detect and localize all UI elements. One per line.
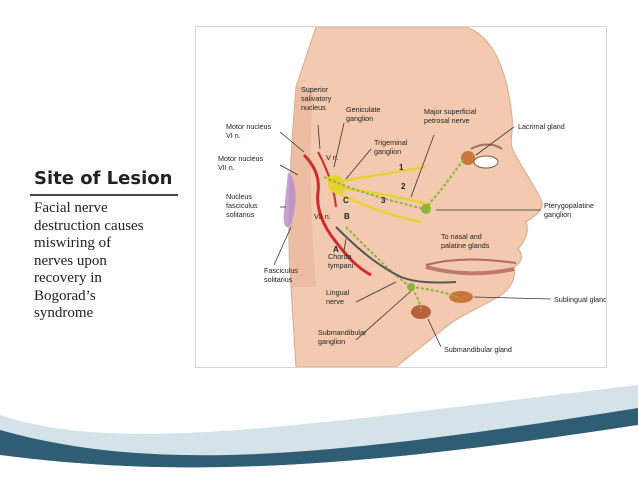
mouth xyxy=(425,265,515,276)
label-geniculate: Geniculate xyxy=(346,105,380,114)
label-nucleus-fasciculus: fasciculus xyxy=(226,201,258,210)
body-line: Facial nerve xyxy=(34,200,108,216)
figure-markers: 1 2 3 A B C xyxy=(333,163,406,254)
anatomy-illustration: Superior salivatory nucleus Geniculate g… xyxy=(218,27,606,367)
label-trigeminal: Trigeminal xyxy=(374,138,408,147)
decorative-wave-footer xyxy=(0,385,638,479)
label-submandibular-gland: Submandibular gland xyxy=(444,345,512,354)
brainstem xyxy=(283,172,296,228)
submandibular-ganglion-dot xyxy=(407,283,415,291)
body-line: recovery in xyxy=(34,270,102,286)
label-chorda: Chorda xyxy=(328,252,352,261)
label-motor-vi: Motor nucleus xyxy=(226,122,272,131)
facial-nerve-anatomy-figure: Superior salivatory nucleus Geniculate g… xyxy=(195,26,607,368)
trigeminal-branches xyxy=(335,165,432,224)
lingual-nerve xyxy=(335,226,457,284)
label-nucleus-fasciculus: solitarius xyxy=(226,210,255,219)
body-line: nerves upon xyxy=(34,252,107,269)
body-line: destruction causes xyxy=(34,217,144,234)
wave-dark xyxy=(0,408,638,468)
label-chorda: tympani xyxy=(328,261,354,270)
marker-b: B xyxy=(344,212,350,221)
label-superior-salivatory: nucleus xyxy=(301,103,326,112)
eye xyxy=(473,155,499,169)
label-fasciculus: Fasciculus xyxy=(264,266,298,275)
label-submandibular-ganglion: Submandibular xyxy=(318,328,367,337)
body-line: syndrome xyxy=(34,305,94,321)
label-pterygopalatine: ganglion xyxy=(544,210,571,219)
parasympathetic-chorda xyxy=(345,226,422,313)
label-v-n: V n. xyxy=(326,153,339,162)
body-line: miswiring of xyxy=(34,235,112,251)
parasympathetic-lacrimal xyxy=(423,158,465,210)
lacrimal-gland xyxy=(461,151,475,165)
label-submandibular-ganglion: ganglion xyxy=(318,337,345,346)
parasympathetic-petrosal xyxy=(323,176,425,210)
wave-white xyxy=(0,425,638,479)
label-superior-salivatory: Superior xyxy=(301,85,329,94)
figure-labels: Superior salivatory nucleus Geniculate g… xyxy=(218,85,606,354)
label-trigeminal: ganglion xyxy=(374,147,401,156)
body-line: Bogorad’s xyxy=(34,287,96,304)
marker-2: 2 xyxy=(401,182,406,191)
label-nucleus-fasciculus: Nucleus xyxy=(226,192,252,201)
label-lingual: Lingual xyxy=(326,288,350,297)
facial-nerve-motor xyxy=(302,153,372,277)
pterygopalatine-ganglion xyxy=(421,204,431,214)
label-vii-n: VII n. xyxy=(314,212,331,221)
label-lacrimal: Lacrimal gland xyxy=(518,122,565,131)
label-lingual: nerve xyxy=(326,297,344,306)
label-geniculate: ganglion xyxy=(346,114,373,123)
slide-title: Site of Lesion xyxy=(34,168,173,189)
sublingual-gland xyxy=(449,291,473,303)
label-major-petrosal: Major superficial xyxy=(424,107,477,116)
label-motor-vii: Motor nucleus xyxy=(218,154,264,163)
head-silhouette xyxy=(288,27,543,367)
eyebrow xyxy=(470,143,503,150)
marker-a: A xyxy=(333,245,339,254)
title-underline xyxy=(30,194,178,196)
trigeminal-ganglion xyxy=(327,175,345,194)
marker-3: 3 xyxy=(381,196,386,205)
parasympathetic-sublingual xyxy=(410,286,459,298)
marker-1: 1 xyxy=(399,163,404,172)
label-nasal: To nasal and xyxy=(441,232,482,241)
skin-shading xyxy=(290,87,316,287)
label-motor-vii: VII n. xyxy=(218,163,235,172)
label-major-petrosal: petrosal nerve xyxy=(424,116,470,125)
marker-c: C xyxy=(343,196,349,205)
leader-lines xyxy=(273,122,552,348)
label-motor-vi: VI n. xyxy=(226,131,241,140)
label-sublingual: Sublingual gland xyxy=(554,295,606,304)
label-fasciculus: solitarius xyxy=(264,275,293,284)
slide-body-text: Facial nerve destruction causes miswirin… xyxy=(34,200,182,323)
label-superior-salivatory: salivatory xyxy=(301,94,332,103)
label-nasal: palatine glands xyxy=(441,241,490,250)
lips xyxy=(425,258,517,266)
label-pterygopalatine: Pterygopalatine xyxy=(544,201,594,210)
